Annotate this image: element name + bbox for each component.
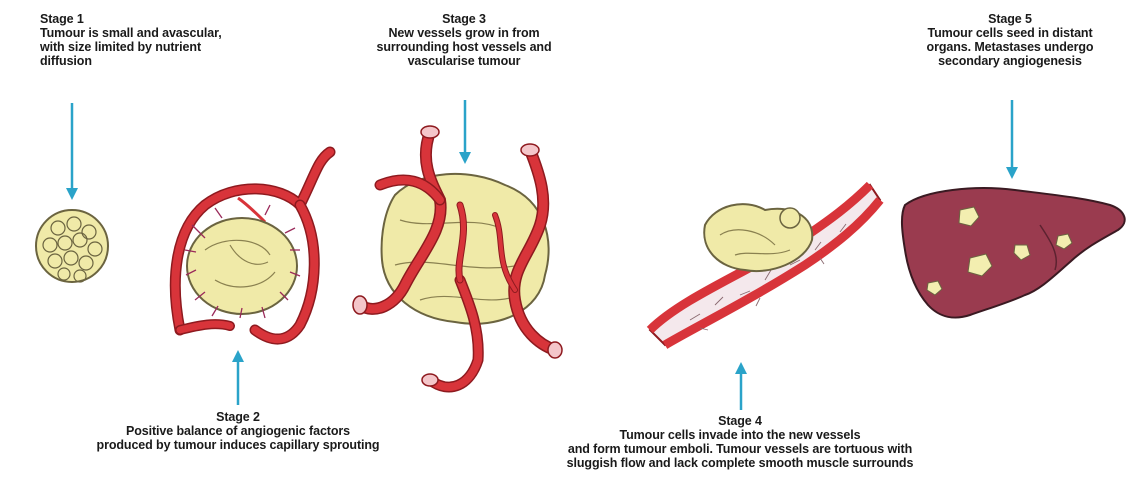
stage-3-label: Stage 3 New vessels grow in from surroun…: [369, 12, 559, 68]
up-arrow-icon: [232, 350, 244, 362]
up-arrow-icon: [735, 362, 747, 374]
down-arrow-icon: [459, 152, 471, 164]
stage-3-text-line: New vessels grow in from: [369, 26, 559, 40]
stage-2-tumour-illustration: [175, 152, 330, 339]
stage-4-arrow: [735, 362, 747, 410]
stage-5-arrow: [1006, 100, 1018, 179]
stage-1-tumour-illustration: [36, 210, 108, 282]
stage-3-title: Stage 3: [369, 12, 559, 26]
down-arrow-icon: [1006, 167, 1018, 179]
stage-3-tumour-illustration: [353, 126, 562, 387]
stage-2-text-line: Positive balance of angiogenic factors: [78, 424, 398, 438]
stage-2-label: Stage 2 Positive balance of angiogenic f…: [78, 410, 398, 452]
stage-3-text-line: vascularise tumour: [369, 54, 559, 68]
stage-2-title: Stage 2: [78, 410, 398, 424]
stage-1-text-line: diffusion: [40, 54, 222, 68]
stage-2-arrow: [232, 350, 244, 405]
stage-3-arrow: [459, 100, 471, 164]
stage-5-text-line: organs. Metastases undergo: [900, 40, 1120, 54]
stage-4-text-line: Tumour cells invade into the new vessels: [540, 428, 940, 442]
stage-4-vessel-illustration: [650, 185, 880, 345]
stage-1-text-line: with size limited by nutrient: [40, 40, 222, 54]
stage-1-text-line: Tumour is small and avascular,: [40, 26, 222, 40]
stage-3-text-line: surrounding host vessels and: [369, 40, 559, 54]
stage-4-text-line: sluggish flow and lack complete smooth m…: [540, 456, 940, 470]
stage-5-text-line: secondary angiogenesis: [900, 54, 1120, 68]
stage-5-text-line: Tumour cells seed in distant: [900, 26, 1120, 40]
stage-1-arrow: [66, 103, 78, 200]
stage-5-liver-illustration: [902, 188, 1125, 317]
down-arrow-icon: [66, 188, 78, 200]
stage-4-label: Stage 4 Tumour cells invade into the new…: [540, 414, 940, 470]
stage-1-title: Stage 1: [40, 12, 222, 26]
stage-5-label: Stage 5 Tumour cells seed in distant org…: [900, 12, 1120, 68]
stage-4-title: Stage 4: [540, 414, 940, 428]
stage-5-title: Stage 5: [900, 12, 1120, 26]
stage-4-text-line: and form tumour emboli. Tumour vessels a…: [540, 442, 940, 456]
stage-2-text-line: produced by tumour induces capillary spr…: [78, 438, 398, 452]
stage-1-label: Stage 1 Tumour is small and avascular, w…: [40, 12, 222, 68]
